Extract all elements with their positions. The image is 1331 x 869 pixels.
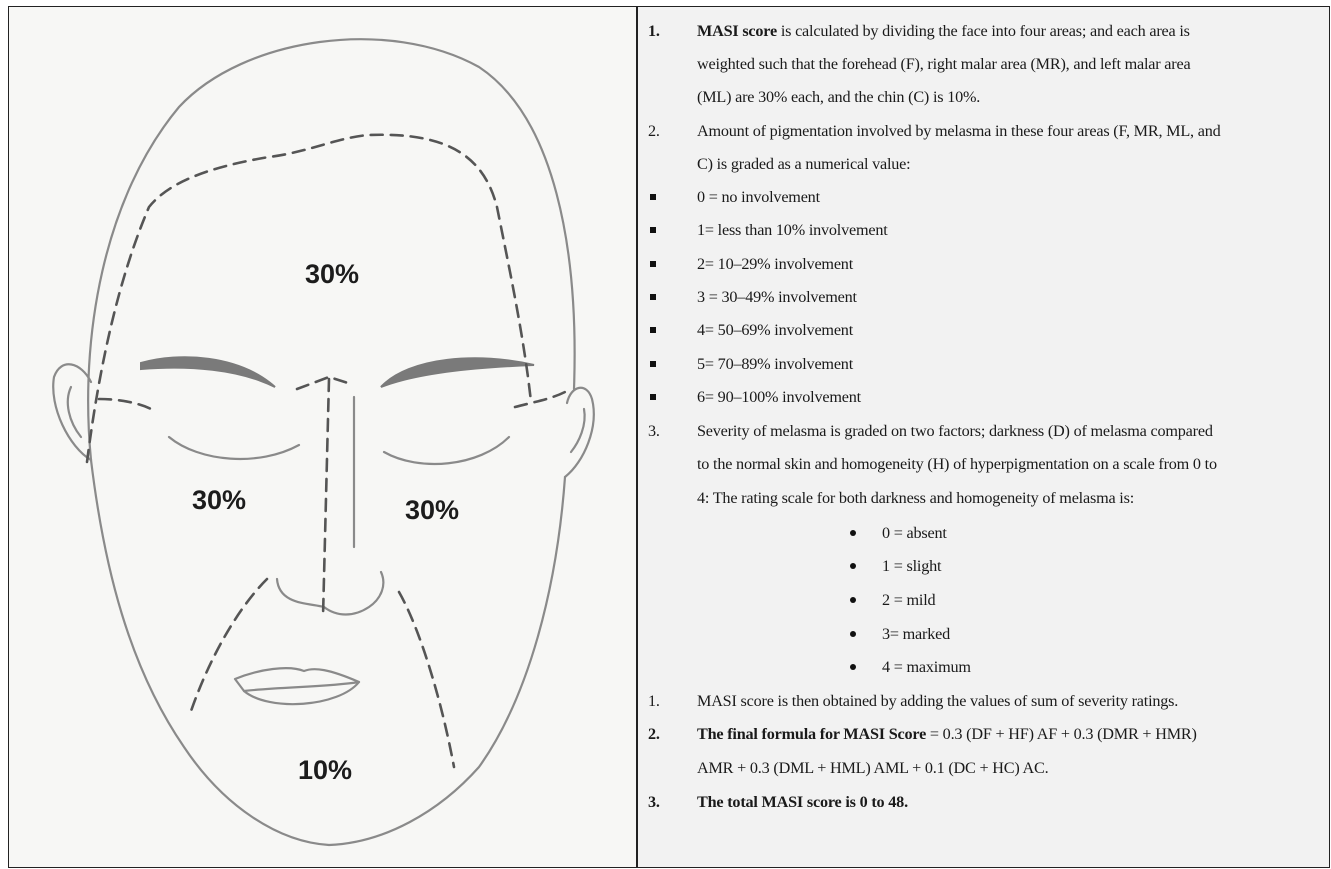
- round-bullet-icon: [850, 563, 856, 569]
- square-bullet-icon: [650, 294, 656, 300]
- item-text: is calculated by dividing the face into …: [777, 22, 1190, 40]
- round-bullet-icon: [850, 664, 856, 670]
- item-text: AMR + 0.3 (DML + HML) AML + 0.1 (DC + HC…: [697, 758, 1048, 778]
- left-malar-percentage: 30%: [405, 495, 459, 526]
- item-lead: MASI score: [697, 22, 777, 40]
- right-eyebrow: [381, 358, 534, 387]
- nose-base: [277, 572, 383, 615]
- item-text: The total MASI score is 0 to 48.: [697, 793, 908, 811]
- item-number: 1.: [648, 691, 660, 711]
- item-number: 1.: [648, 21, 660, 41]
- item-text: weighted such that the forehead (F), rig…: [697, 54, 1190, 74]
- face-diagram-panel: 30% 30% 30% 10%: [9, 7, 636, 867]
- nose-bridge-boundary: [297, 377, 351, 389]
- item-text: = 0.3 (DF + HF) AF + 0.3 (DMR + HMR): [926, 725, 1197, 743]
- item-text: to the normal skin and homogeneity (H) o…: [697, 454, 1217, 474]
- item-text: Amount of pigmentation involved by melas…: [697, 121, 1221, 141]
- square-bullet-icon: [650, 194, 656, 200]
- square-bullet-icon: [650, 261, 656, 267]
- forehead-boundary: [87, 135, 531, 462]
- right-temple-boundary: [515, 392, 565, 407]
- head-outline: [88, 39, 574, 460]
- round-bullet-icon: [850, 597, 856, 603]
- midline-boundary: [323, 379, 329, 617]
- item-number: 3.: [648, 792, 660, 812]
- round-bullet-icon: [850, 530, 856, 536]
- left-chin-boundary: [189, 579, 267, 717]
- right-malar-percentage: 30%: [192, 485, 246, 516]
- item-number: 2.: [648, 724, 660, 744]
- item-number: 2.: [648, 121, 660, 141]
- right-ear: [565, 388, 594, 477]
- square-bullet-icon: [650, 227, 656, 233]
- item-text: 4: The rating scale for both darkness an…: [697, 488, 1134, 508]
- face-sketch: [9, 7, 636, 867]
- item-text: MASI score is then obtained by adding th…: [697, 691, 1178, 711]
- item-lead: The final formula for MASI Score: [697, 725, 926, 743]
- forehead-percentage: 30%: [305, 259, 359, 290]
- square-bullet-icon: [650, 327, 656, 333]
- item-text: (ML) are 30% each, and the chin (C) is 1…: [697, 87, 980, 107]
- round-bullet-icon: [850, 631, 856, 637]
- item-text: C) is graded as a numerical value:: [697, 154, 910, 174]
- left-ear: [53, 364, 91, 460]
- left-temple-boundary: [99, 399, 151, 409]
- face-jaw: [91, 460, 565, 845]
- masi-explanation-panel: 1. MASI score is calculated by dividing …: [638, 7, 1329, 867]
- chin-percentage: 10%: [298, 755, 352, 786]
- right-eye: [384, 437, 509, 464]
- left-eye: [169, 437, 299, 459]
- square-bullet-icon: [650, 394, 656, 400]
- right-chin-boundary: [399, 592, 454, 767]
- left-eyebrow: [141, 357, 275, 387]
- square-bullet-icon: [650, 361, 656, 367]
- item-text: Severity of melasma is graded on two fac…: [697, 421, 1213, 441]
- item-number: 3.: [648, 421, 660, 441]
